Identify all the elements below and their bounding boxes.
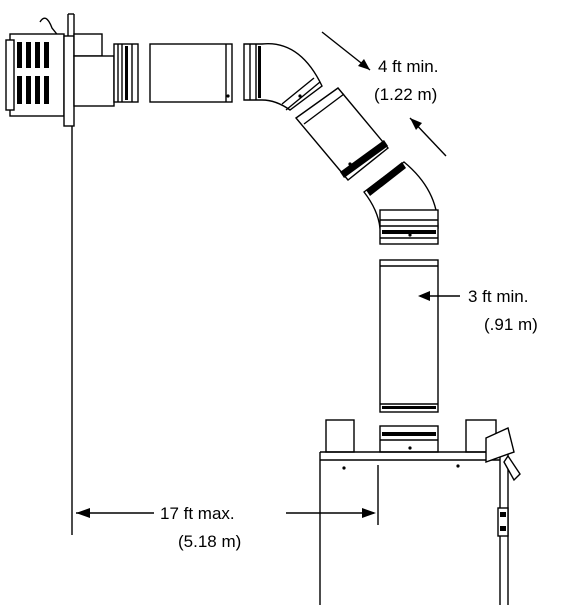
dimension-elbow-spacing: [321, 31, 447, 157]
vertical-ft-label: 3 ft min.: [468, 287, 528, 306]
elbow-spacing-ft-label: 4 ft min.: [378, 57, 438, 76]
horizontal-ft-label: 17 ft max.: [160, 504, 235, 523]
appliance-unit: [319, 419, 521, 605]
horizontal-m-label: (5.18 m): [178, 532, 241, 551]
dimension-horizontal: [76, 465, 379, 525]
lower-elbow: [363, 161, 439, 245]
wall-vent-terminal: [5, 13, 139, 535]
elbow-spacing-m-label: (1.22 m): [374, 85, 437, 104]
vertical-vent-pipe: [379, 259, 439, 413]
horizontal-vent-pipe: [149, 43, 233, 103]
diagonal-vent-pipe: [294, 87, 389, 181]
vertical-m-label: (.91 m): [484, 315, 538, 334]
dimension-vertical: [418, 291, 460, 301]
upper-elbow: [243, 43, 323, 111]
